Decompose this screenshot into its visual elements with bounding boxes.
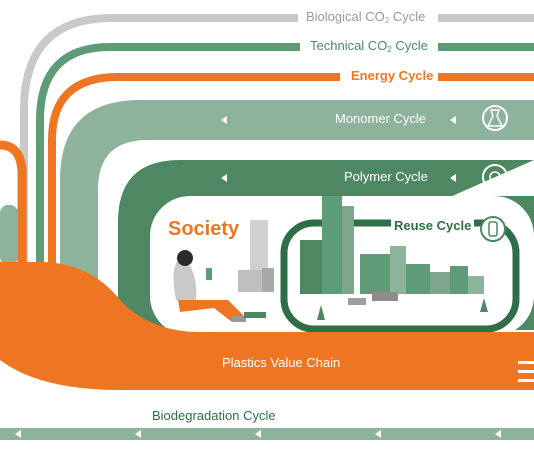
society-label: Society [168,218,240,240]
energy-left-loop [0,140,27,330]
biological-co2-line [20,14,298,300]
reuse-cycle-label: Reuse Cycle [391,218,475,233]
reuse-bottle-icon [480,216,506,242]
city-skyline-icon [238,196,488,320]
value-chain-notch-3 [518,379,534,382]
energy-cycle-label: Energy Cycle [351,68,434,83]
biological-co2-cycle-label: Biological CO2 Cycle [306,9,426,25]
left-green-stub [0,205,18,265]
energy-cycle-line-right [438,73,534,81]
value-chain-notch-1 [518,361,534,364]
technical-co2-line-right [438,43,534,51]
polymer-cycle-label: Polymer Cycle [344,169,428,184]
energy-cycle-line [48,73,340,300]
lab-flask-icon [482,105,508,131]
biodegradation-band [0,428,534,440]
direction-arrows [15,116,501,438]
biological-co2-line-right [438,14,534,22]
polymer-cycle-icon [482,164,508,190]
plastics-value-chain-band [0,262,534,390]
plastics-value-chain-label: Plastics Value Chain [222,355,341,370]
monomer-cycle-label: Monomer Cycle [335,111,427,126]
technical-co2-cycle-label: Technical CO2 Cycle [310,38,428,54]
technical-co2-line [36,43,300,300]
person-reading-icon [173,250,266,322]
biodegradation-cycle-label: Biodegradation Cycle [152,408,276,423]
value-chain-notch-2 [518,370,534,373]
